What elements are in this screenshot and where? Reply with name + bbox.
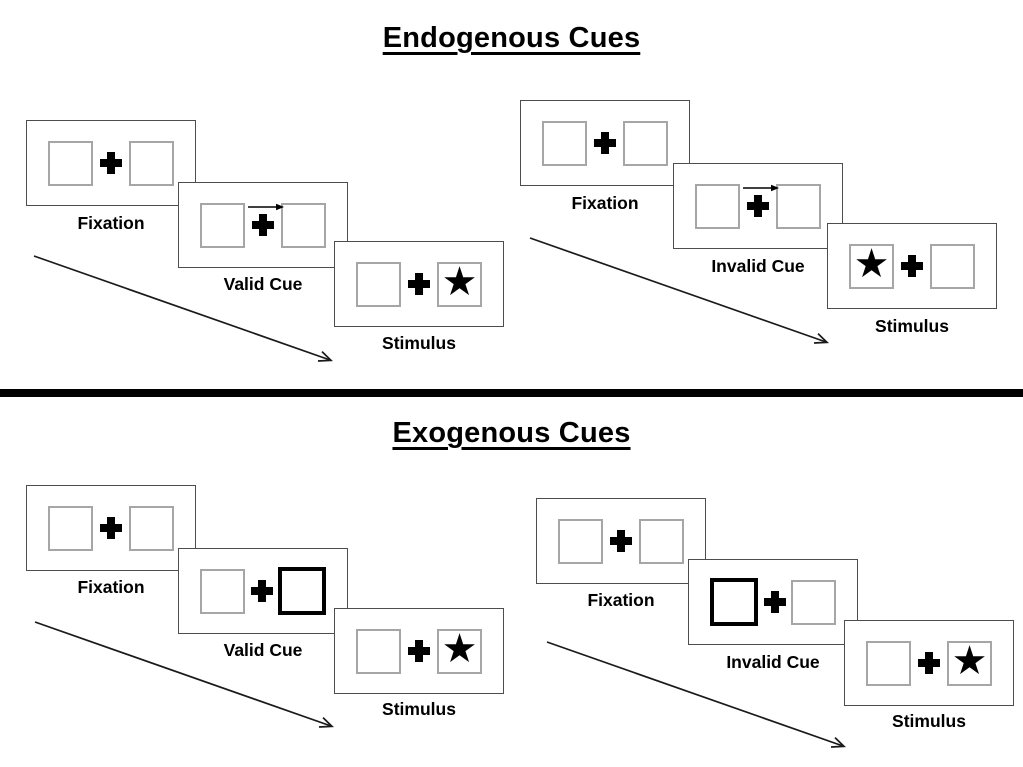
left-placeholder-box [356,628,401,674]
fixation-cross-icon [252,214,274,236]
fixation-cross-icon [408,640,430,662]
target-box: ★ [437,627,482,674]
highlighted-cue-box [278,567,326,615]
timeline-arrow [546,641,846,748]
left-placeholder-box [48,505,93,551]
fixation-cross-icon [763,591,786,613]
exo-invalid-fixation-panel [536,498,706,584]
section-divider [0,389,1023,397]
fixation-label: Fixation [77,213,145,233]
right-placeholder-box [639,518,684,564]
fixation-cross-icon [100,517,122,539]
endo-valid-cue-panel [178,182,348,268]
fixation-label: Fixation [587,590,655,610]
right-placeholder-box [623,120,668,166]
left-placeholder-box [558,518,603,564]
right-placeholder-box [129,140,174,186]
star-icon: ★ [853,242,890,286]
fixation-label: Fixation [77,577,145,597]
target-box: ★ [849,242,894,289]
exo-valid-cue-panel [178,548,348,634]
left-placeholder-box [866,640,911,686]
right-placeholder-box [281,202,326,248]
left-placeholder-box [48,140,93,186]
stimulus-label: Stimulus [875,316,949,336]
exogenous-section-title: Exogenous Cues [0,417,1023,450]
left-placeholder-box [542,120,587,166]
left-placeholder-box [200,202,245,248]
fixation-cross-icon [747,195,769,217]
stimulus-label: Stimulus [382,333,456,353]
endo-invalid-cue-panel [673,163,843,249]
exo-invalid-stimulus-panel: ★ [844,620,1014,706]
fixation-label: Fixation [571,193,639,213]
fixation-cross-icon [901,255,923,277]
fixation-cross-icon [610,530,632,552]
endo-valid-fixation-panel [26,120,196,206]
highlighted-cue-box [710,578,758,626]
fixation-cross-icon [100,152,122,174]
valid-cue-label: Valid Cue [223,274,303,294]
invalid-cue-label: Invalid Cue [711,256,805,276]
fixation-cross-icon [594,132,616,154]
exo-valid-stimulus-panel: ★ [334,608,504,694]
invalid-cue-label: Invalid Cue [726,652,820,672]
endo-valid-stimulus-panel: ★ [334,241,504,327]
endo-invalid-fixation-panel [520,100,690,186]
timeline-arrow [33,255,333,362]
right-arrow-cue-icon [743,184,780,192]
star-icon: ★ [951,639,988,683]
left-placeholder-box [356,261,401,307]
exogenous-title-text: Exogenous Cues [392,417,631,449]
left-placeholder-box [695,183,740,229]
timeline-arrow [529,237,829,344]
target-box: ★ [947,639,992,686]
right-placeholder-box [930,243,975,289]
right-arrow-cue-icon [248,203,285,211]
stimulus-label: Stimulus [382,699,456,719]
exo-valid-fixation-panel [26,485,196,571]
left-placeholder-box [200,568,245,614]
exo-invalid-cue-panel [688,559,858,645]
endogenous-title-text: Endogenous Cues [382,22,641,54]
right-placeholder-box [129,505,174,551]
timeline-arrow [34,621,334,728]
stimulus-label: Stimulus [892,711,966,731]
fixation-cross-icon [250,580,273,602]
fixation-cross-icon [918,652,940,674]
endo-invalid-stimulus-panel: ★ [827,223,997,309]
right-placeholder-box [791,579,836,625]
right-placeholder-box [776,183,821,229]
star-icon: ★ [441,260,478,304]
star-icon: ★ [441,627,478,671]
valid-cue-label: Valid Cue [223,640,303,660]
endogenous-section-title: Endogenous Cues [0,22,1023,55]
fixation-cross-icon [408,273,430,295]
target-box: ★ [437,260,482,307]
